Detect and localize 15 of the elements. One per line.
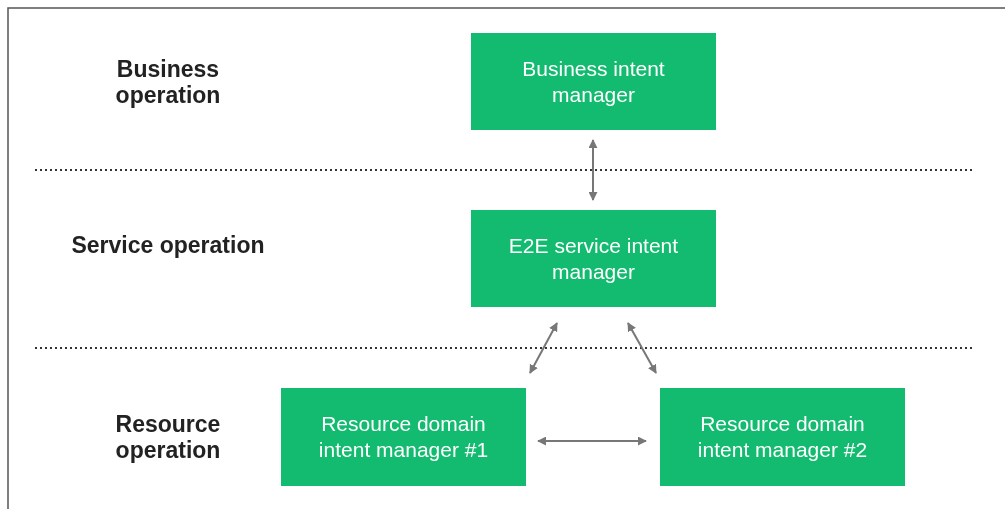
node-text: Business intent manager — [521, 55, 666, 108]
double-arrow — [529, 322, 558, 374]
node-text: Resource domain intent manager #1 — [317, 411, 490, 463]
layer-label: Resource operation — [114, 411, 222, 463]
process-box — [471, 210, 716, 307]
layer-label: Service operation — [70, 232, 266, 258]
process-box — [281, 388, 526, 486]
process-box — [471, 33, 716, 130]
double-arrow — [627, 322, 657, 374]
double-arrow — [588, 139, 598, 201]
layer-label: Business operation — [114, 56, 222, 108]
double-arrow — [537, 436, 647, 446]
node-text: Resource domain intent manager #2 — [696, 411, 869, 463]
node-text: E2E service intent manager — [507, 232, 680, 285]
process-box — [660, 388, 905, 486]
